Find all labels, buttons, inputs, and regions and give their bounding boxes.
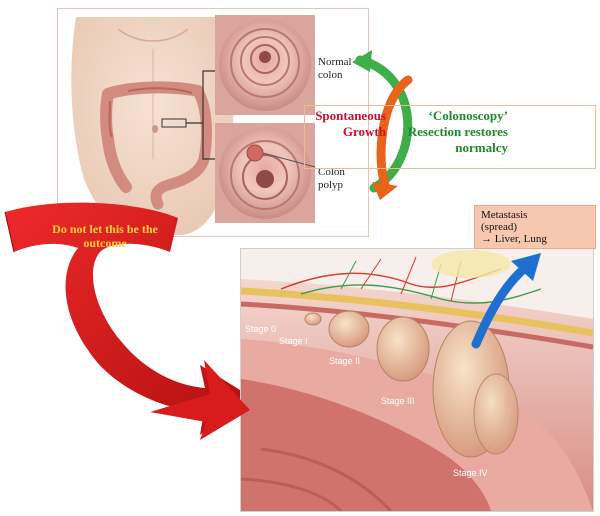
anatomy-panel: [57, 8, 369, 237]
colon-wall-cross-section: [240, 249, 594, 513]
warning-text: Do not let this be the outcome: [52, 222, 158, 250]
cycle-arrows: [352, 50, 413, 200]
ribbon-arrowhead: [150, 360, 250, 440]
colonoscopy-resection-label: ‘Colonoscopy’ Resection restores normalc…: [407, 108, 508, 155]
intervention-box: [304, 105, 596, 169]
cancer-stages-panel: Stage 0 Stage I Stage II Stage III Stage…: [240, 248, 594, 513]
colon-polyp-image: [215, 123, 315, 223]
torso-illustration: [71, 17, 234, 235]
stage0-label: Stage 0: [245, 324, 277, 334]
stage2-label: Stage II: [329, 356, 361, 366]
spontaneous-growth-label: Spontaneous Growth: [315, 108, 386, 139]
stage1-label: Stage I: [279, 336, 308, 346]
metastasis-box: Metastasis (spread) → Liver, Lung: [474, 205, 596, 249]
normal-colon-label: Normal colon: [318, 56, 352, 81]
metastasis-label: Metastasis (spread) → Liver, Lung: [481, 209, 547, 245]
stage3-label: Stage III: [381, 396, 415, 406]
colon-polyp-label: Colon polyp: [318, 166, 345, 191]
stage4-label: Stage IV: [453, 468, 488, 478]
normal-colon-image: [215, 15, 315, 115]
